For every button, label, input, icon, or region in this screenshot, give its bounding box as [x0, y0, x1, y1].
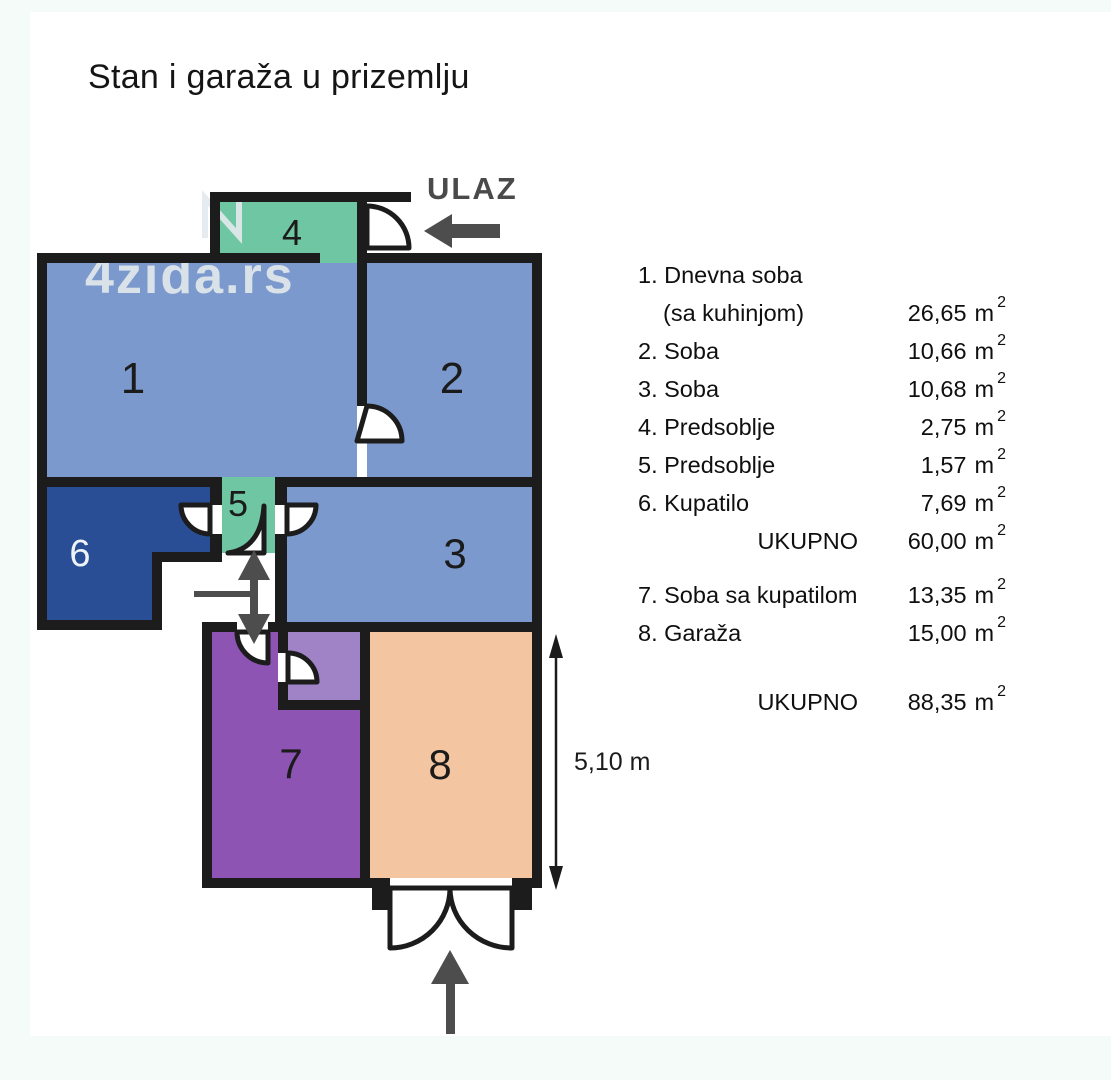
- garage-entrance-arrow-icon: [431, 950, 469, 1034]
- entrance-door-arc-icon: [364, 203, 412, 251]
- subtotal-label: UKUPNO: [757, 527, 858, 554]
- legend-room-label: 3. Soba: [638, 375, 720, 402]
- page-margin-tint: [0, 0, 1111, 12]
- door-arc-room6-icon: [178, 502, 213, 537]
- door-arc-room7-bathroom-icon: [285, 650, 320, 685]
- room-1-number: 1: [121, 354, 145, 403]
- legend-row: 1. Dnevna soba: [638, 256, 1006, 294]
- room-3-number: 3: [443, 530, 466, 577]
- door-arc-room3-icon: [284, 502, 319, 537]
- dimension-arrow: [549, 634, 563, 890]
- room-1-area: [47, 263, 357, 477]
- room-4-number: 4: [282, 212, 302, 253]
- room-2-number: 2: [440, 354, 464, 403]
- door-arc-room1-room2-icon: [354, 403, 405, 444]
- page-margin-tint: [0, 1036, 1111, 1080]
- legend-room-label: 6. Kupatilo: [638, 489, 750, 516]
- room-8-number: 8: [428, 741, 451, 788]
- room-6-area: [47, 487, 210, 620]
- legend-room-label: 5. Predsoblje: [638, 451, 776, 478]
- passage-direction-arrow-icon: [238, 550, 270, 644]
- room-8-area: [370, 632, 532, 878]
- garage-door-left-leaf-icon: [387, 885, 453, 951]
- page-margin-tint: [0, 0, 30, 1080]
- legend-spacer: [638, 652, 1006, 683]
- door-leaf-room5-icon: [225, 503, 267, 556]
- legend-room-label: 4. Predsoblje: [638, 413, 776, 440]
- dimension-label: 5,10 m: [574, 748, 650, 776]
- passage-step-line: [194, 591, 252, 597]
- legend-room-label: 7. Soba sa kupatilom: [638, 581, 858, 608]
- entrance-arrow-icon: [424, 214, 500, 248]
- walls: [37, 192, 542, 910]
- legend-room-label: 1. Dnevna soba: [638, 261, 803, 288]
- legend-room-label: 2. Soba: [638, 337, 720, 364]
- room-5-number: 5: [228, 483, 248, 524]
- room-3-area: [287, 487, 532, 622]
- room-7-number: 7: [279, 740, 302, 787]
- total-label: UKUPNO: [757, 688, 858, 715]
- legend-room-label: 8. Garaža: [638, 619, 742, 646]
- entrance-label: ULAZ: [427, 171, 518, 206]
- watermark-logo-icon: [202, 190, 242, 244]
- room-7-area: [212, 632, 360, 878]
- page-title: Stan i garaža u prizemlju: [88, 58, 470, 96]
- garage-door-right-leaf-icon: [447, 885, 515, 951]
- legend-room-label: (sa kuhinjom): [663, 299, 805, 326]
- room-4-area: [220, 202, 357, 263]
- door-arc-room7-icon: [234, 629, 271, 666]
- legend-spacer: [638, 560, 1006, 576]
- room-6-number: 6: [69, 533, 90, 575]
